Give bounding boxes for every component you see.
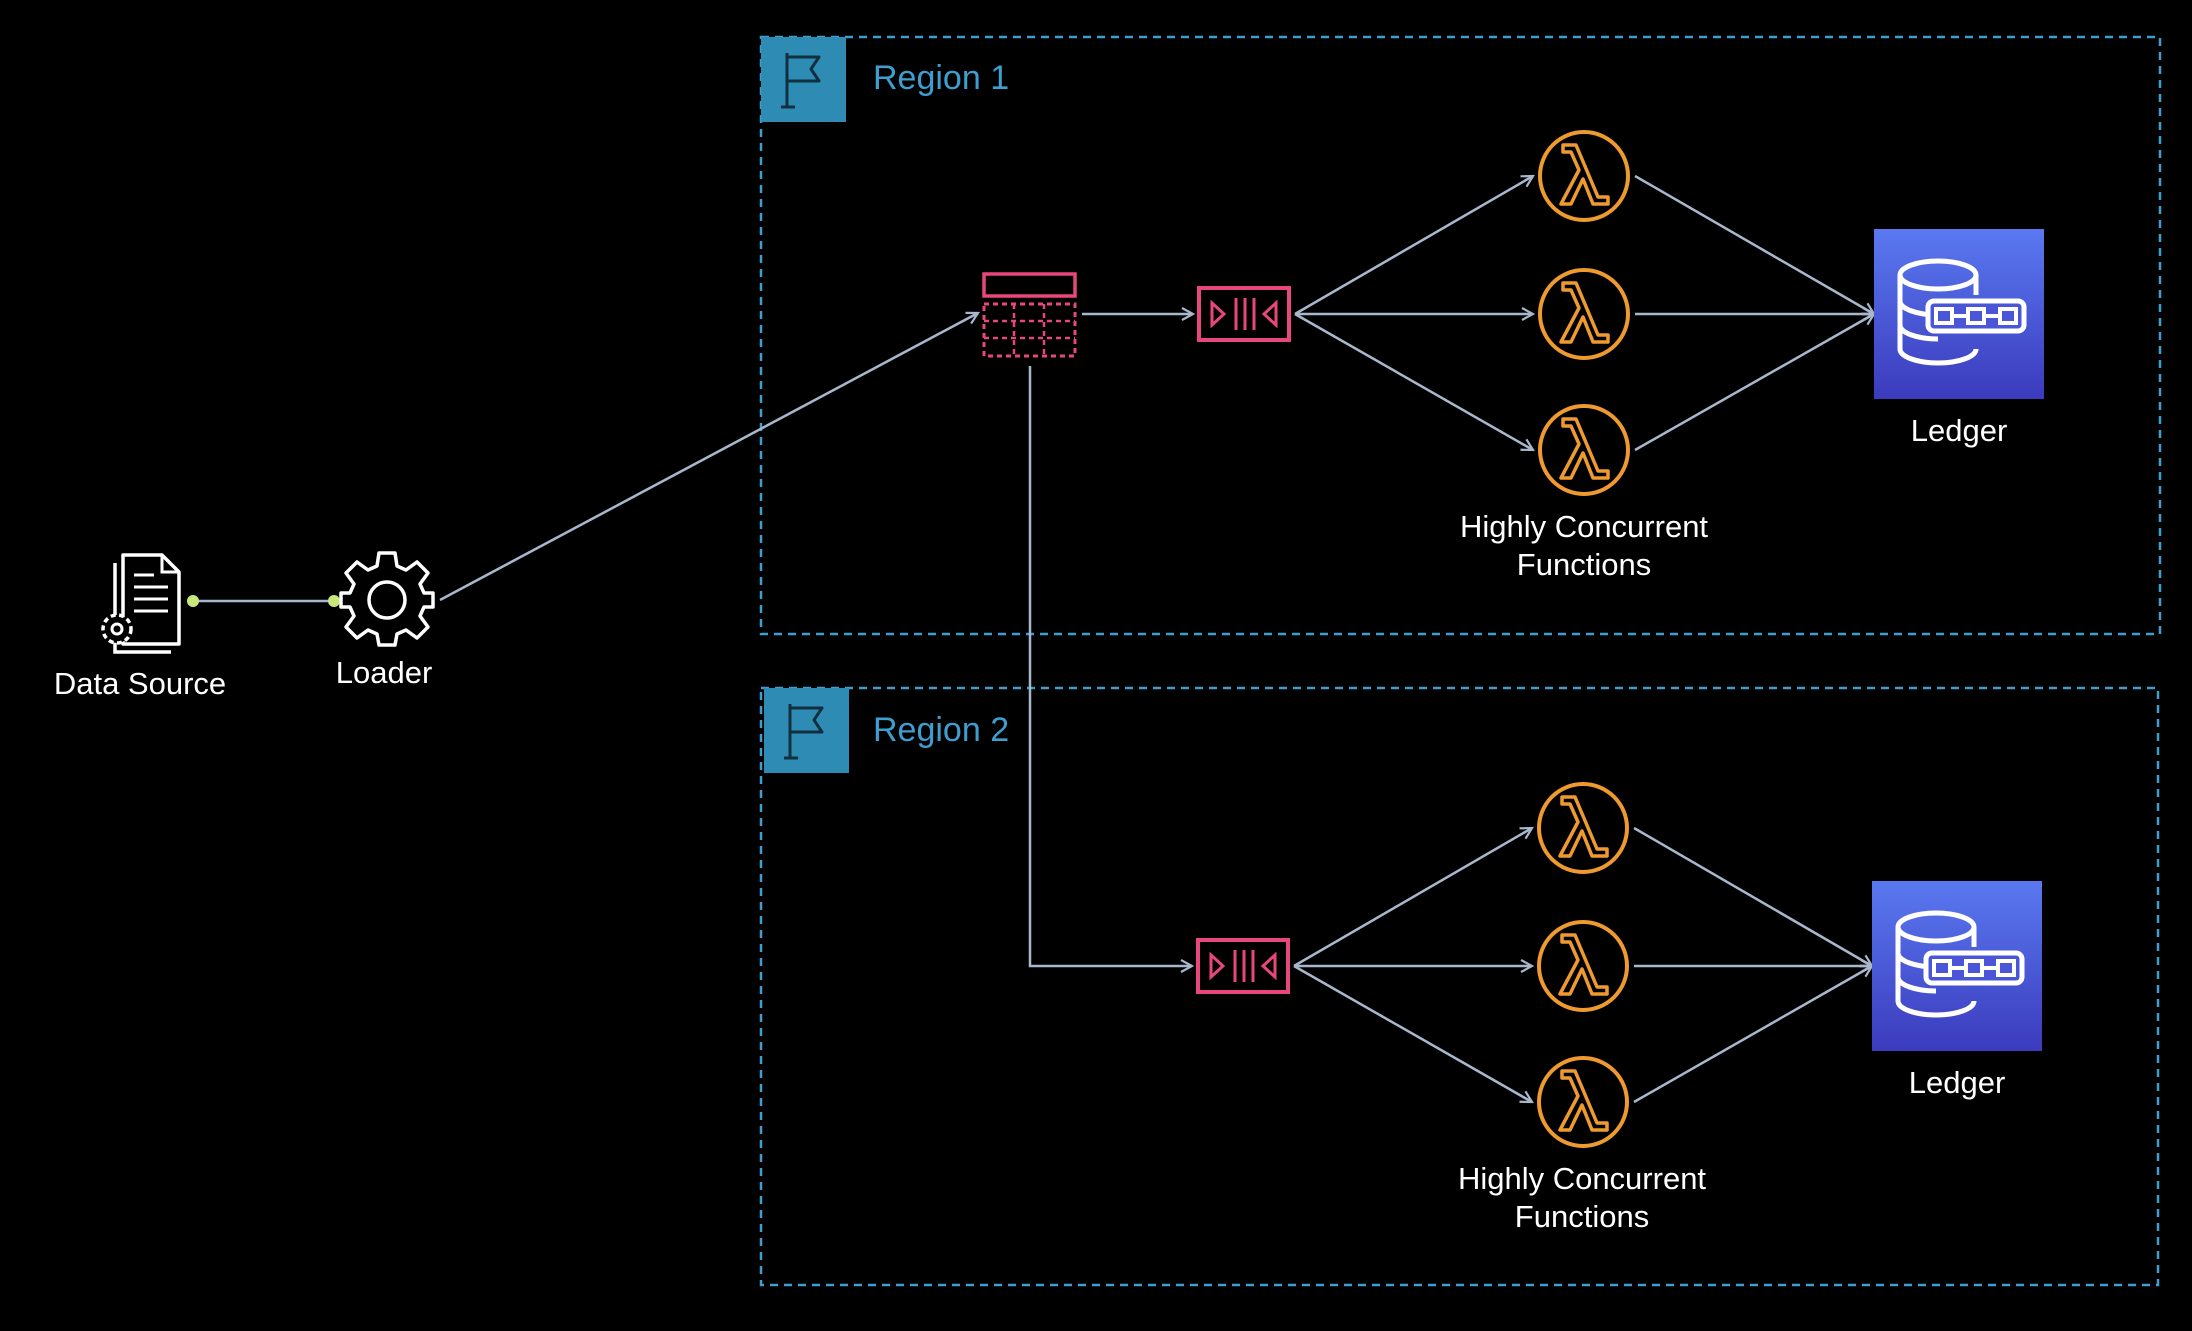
region-1-ledger-label: Ledger xyxy=(1910,413,2008,448)
connector-table-to-queue-2 xyxy=(1028,366,1192,966)
region-1-title: Region 1 xyxy=(873,59,1010,97)
ledger-database-icon-region-2 xyxy=(1872,881,2042,1051)
connector-dot xyxy=(328,595,340,607)
global-table-icon xyxy=(982,272,1077,358)
region-1-flag-icon xyxy=(759,35,848,124)
lambda-icon xyxy=(1537,782,1629,874)
region-2-boundary xyxy=(759,686,2160,1287)
region-2-flag-icon xyxy=(762,686,851,775)
functions-label-line1: Highly Concurrent xyxy=(1459,509,1709,544)
connector-lambda1a-to-ledger1 xyxy=(1634,174,1874,314)
loader-label: Loader xyxy=(335,655,433,690)
connector-queue1-to-lambda1a xyxy=(1294,176,1533,316)
lambda-icon xyxy=(1537,920,1629,1012)
lambda-icon xyxy=(1538,268,1630,360)
lambda-icon xyxy=(1538,130,1630,222)
data-source-label: Data Source xyxy=(53,666,227,701)
region-2-functions-label: Highly Concurrent Functions xyxy=(1422,1160,1742,1236)
region-1-functions-label: Highly Concurrent Functions xyxy=(1424,508,1744,584)
region-1-boundary xyxy=(759,35,2162,636)
connector-queue2-to-lambda2c xyxy=(1293,964,1532,1102)
document-gear-icon xyxy=(101,553,181,654)
functions-label-line2: Functions xyxy=(1514,1199,1650,1234)
functions-label-line1: Highly Concurrent xyxy=(1457,1161,1707,1196)
connector-queue1-to-lambda1c xyxy=(1294,312,1533,450)
region-2-title: Region 2 xyxy=(873,711,1010,749)
stream-queue-icon-region-2 xyxy=(1196,938,1290,994)
ledger-database-icon-region-1 xyxy=(1874,229,2044,399)
lambda-icon xyxy=(1537,1056,1629,1148)
connector-lambda2c-to-ledger2 xyxy=(1633,966,1872,1104)
stream-queue-icon-region-1 xyxy=(1197,286,1291,342)
connector-lambda2a-to-ledger2 xyxy=(1633,826,1872,966)
connector-queue2-to-lambda2a xyxy=(1293,828,1532,968)
functions-label-line2: Functions xyxy=(1516,547,1652,582)
connector-lambda1c-to-ledger1 xyxy=(1634,314,1874,452)
connector-loader-to-table xyxy=(439,313,978,602)
region-2-ledger-label: Ledger xyxy=(1908,1065,2006,1100)
lambda-icon xyxy=(1538,404,1630,496)
connector-dot xyxy=(187,595,199,607)
gear-icon xyxy=(339,551,435,647)
